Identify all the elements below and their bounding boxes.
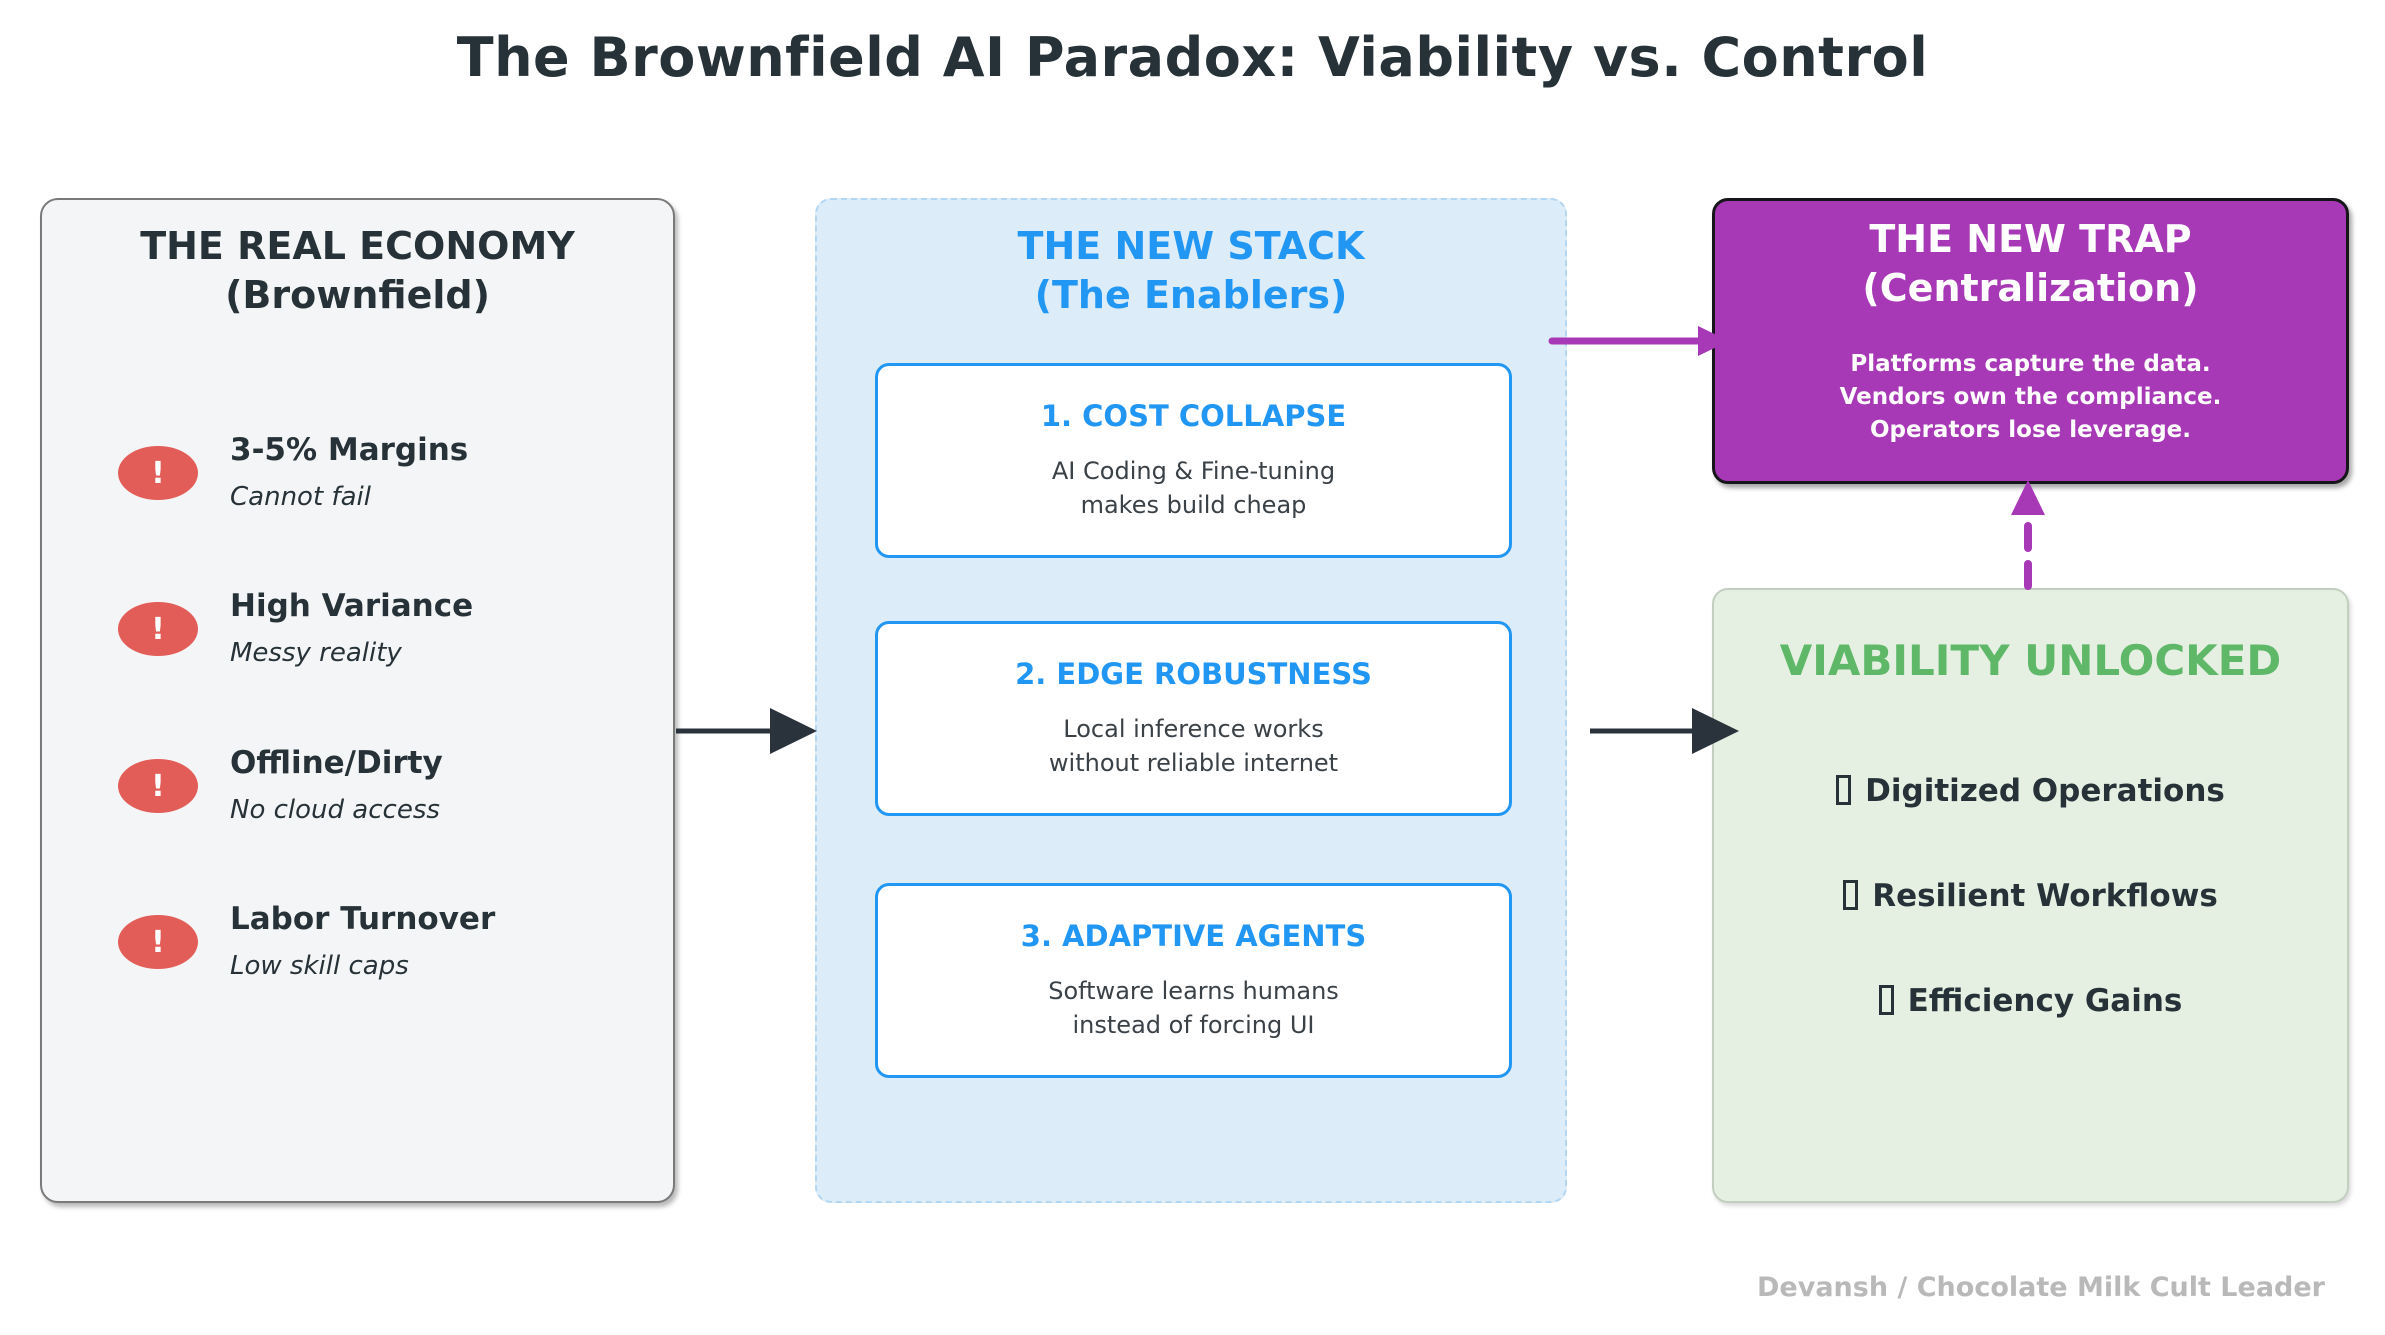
list-item-text: Labor Turnover Low skill caps	[230, 901, 495, 981]
alert-icon-glyph: !	[151, 455, 165, 491]
arrow-economy-to-stack	[676, 708, 817, 754]
new-trap-body-line: Vendors own the compliance.	[1839, 384, 2222, 411]
new-trap-body-line: Operators lose leverage.	[1869, 417, 2192, 444]
viability-box: VIABILITY UNLOCKED Digitized Operations …	[1712, 588, 2349, 1203]
alert-icon: !	[118, 759, 198, 813]
list-item-text: High Variance Messy reality	[230, 588, 473, 668]
real-economy-panel: THE REAL ECONOMY (Brownfield) ! 3-5% Mar…	[40, 198, 675, 1203]
alert-icon: !	[118, 602, 198, 656]
enabler-box-line1: AI Coding & Fine-tuning	[1051, 457, 1336, 486]
enabler-box-title: 3. ADAPTIVE AGENTS	[1020, 919, 1367, 954]
list-item: ! 3-5% Margins Cannot fail	[42, 432, 673, 522]
list-item-sub: Messy reality	[230, 638, 402, 668]
viability-title: VIABILITY UNLOCKED	[1779, 636, 2282, 685]
footer-credit: Devansh / Chocolate Milk Cult Leader	[1757, 1272, 2325, 1303]
alert-icon: !	[118, 446, 198, 500]
new-stack-title: THE NEW STACK (The Enablers)	[817, 200, 1565, 321]
list-item-label: High Variance	[230, 588, 474, 624]
alert-icon-glyph: !	[151, 924, 165, 960]
real-economy-title-line1: THE REAL ECONOMY	[140, 224, 575, 268]
new-trap-title: THE NEW TRAP (Centralization)	[1715, 201, 2346, 314]
missing-glyph-icon	[1836, 775, 1852, 805]
list-item-sub: No cloud access	[230, 795, 440, 825]
new-trap-body: Platforms capture the data. Vendors own …	[1715, 348, 2346, 448]
alert-icon-glyph: !	[151, 768, 165, 804]
viability-item: Resilient Workflows	[1714, 878, 2347, 914]
viability-item-label: Digitized Operations	[1865, 773, 2225, 809]
alert-icon-glyph: !	[151, 611, 165, 647]
missing-glyph-icon	[1878, 985, 1894, 1015]
viability-item: Digitized Operations	[1714, 773, 2347, 809]
list-item-label: Labor Turnover	[230, 901, 496, 937]
enabler-box-title: 2. EDGE ROBUSTNESS	[1015, 657, 1372, 692]
new-trap-title-line2: (Centralization)	[1862, 266, 2199, 311]
enabler-box-line2: instead of forcing UI	[1072, 1010, 1315, 1039]
list-item-label: Offline/Dirty	[230, 745, 443, 781]
new-stack-panel: THE NEW STACK (The Enablers) 1. COST COL…	[815, 198, 1567, 1203]
new-stack-title-line2: (The Enablers)	[1034, 273, 1348, 318]
page-title: The Brownfield AI Paradox: Viability vs.…	[456, 26, 1929, 89]
new-stack-title-line1: THE NEW STACK	[1017, 224, 1365, 268]
viability-item-label: Efficiency Gains	[1907, 983, 2183, 1019]
enabler-box-edge-robustness: 2. EDGE ROBUSTNESS Local inference works…	[875, 621, 1512, 816]
arrow-stack-to-trap	[1548, 326, 1729, 356]
enabler-box-line1: Software learns humans	[1048, 977, 1339, 1006]
list-item-sub: Low skill caps	[230, 951, 409, 981]
enabler-box-line2: makes build cheap	[1080, 490, 1307, 519]
real-economy-title: THE REAL ECONOMY (Brownfield)	[42, 200, 673, 321]
list-item: ! Offline/Dirty No cloud access	[42, 745, 673, 835]
viability-item-label: Resilient Workflows	[1872, 878, 2218, 914]
arrow-viability-to-trap	[2011, 480, 2045, 590]
enabler-box-title: 1. COST COLLAPSE	[1040, 399, 1347, 434]
list-item-sub: Cannot fail	[230, 482, 371, 512]
list-item-label: 3-5% Margins	[230, 432, 469, 468]
enabler-box-cost-collapse: 1. COST COLLAPSE AI Coding & Fine-tuning…	[875, 363, 1512, 558]
new-trap-body-line: Platforms capture the data.	[1850, 350, 2211, 377]
list-item: ! Labor Turnover Low skill caps	[42, 901, 673, 991]
new-trap-title-line1: THE NEW TRAP	[1869, 217, 2192, 261]
alert-icon: !	[118, 915, 198, 969]
enabler-box-line2: without reliable internet	[1048, 748, 1339, 777]
real-economy-title-line2: (Brownfield)	[225, 273, 490, 318]
missing-glyph-icon	[1843, 880, 1859, 910]
list-item-text: Offline/Dirty No cloud access	[230, 745, 443, 825]
list-item-text: 3-5% Margins Cannot fail	[230, 432, 468, 512]
enabler-box-line1: Local inference works	[1063, 715, 1324, 744]
new-trap-box: THE NEW TRAP (Centralization) Platforms …	[1712, 198, 2349, 484]
viability-item: Efficiency Gains	[1714, 983, 2347, 1019]
list-item: ! High Variance Messy reality	[42, 588, 673, 678]
enabler-box-adaptive-agents: 3. ADAPTIVE AGENTS Software learns human…	[875, 883, 1512, 1078]
